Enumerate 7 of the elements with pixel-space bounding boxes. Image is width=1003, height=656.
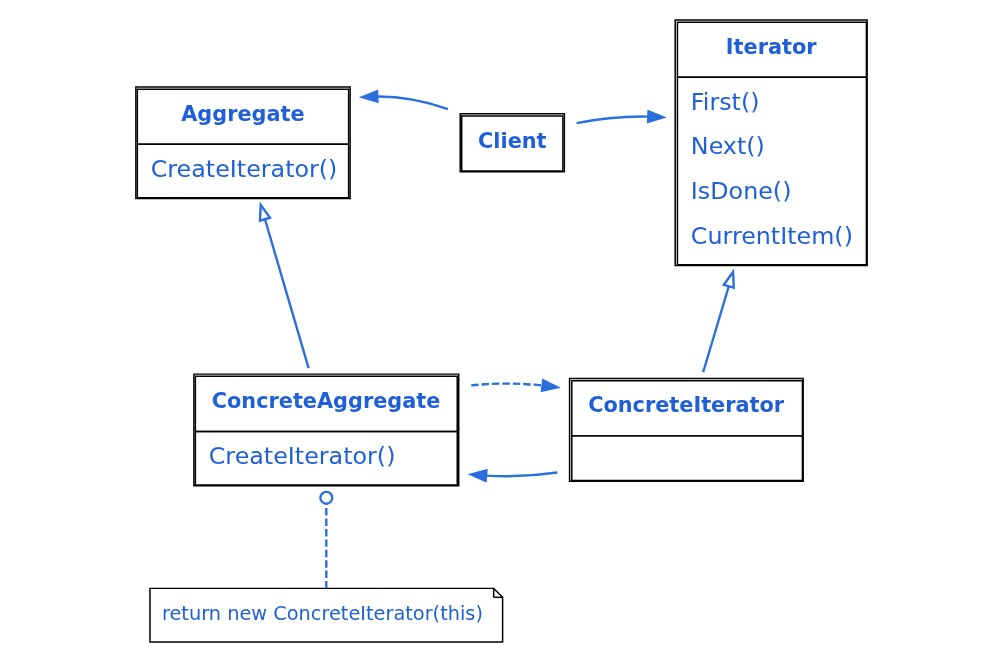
arrow bbox=[702, 268, 736, 373]
arrow bbox=[358, 89, 449, 111]
arrow bbox=[467, 468, 558, 483]
connector bbox=[319, 490, 334, 589]
arrow bbox=[471, 378, 561, 393]
arrow bbox=[576, 109, 667, 125]
arrow bbox=[258, 201, 310, 369]
